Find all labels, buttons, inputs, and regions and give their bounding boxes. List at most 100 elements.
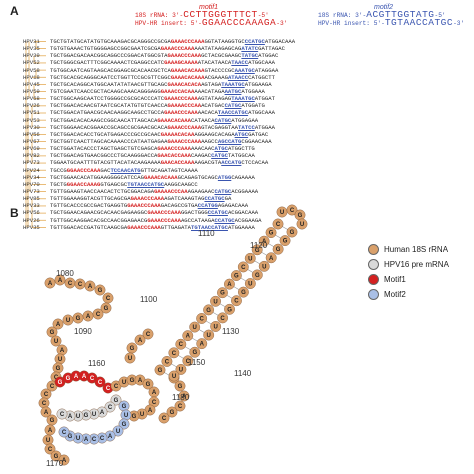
nucleotide-letter: C [179,342,184,348]
nucleotide-letter: G [158,368,163,374]
motif2-match: CATGC [214,116,232,124]
nucleotide-circle [100,302,112,314]
row-name: HPV45 [23,80,40,88]
nucleotide-letter: U [54,339,58,345]
seq-mid: AACACA [197,109,218,117]
row-name: HPV35 [23,223,40,231]
seq-mid: GTTGAGATA [160,223,192,231]
nucleotide-circle [112,425,124,437]
nucleotide-circle [210,295,221,307]
seq-post: ATGGAAGA [244,80,272,88]
nucleotide: A [178,390,190,402]
nucleotide-circle [251,244,263,256]
nucleotide: G [94,284,106,296]
seq-pre: TGCTGGACAGTGAACGGCCCTGCAAGGGACCA [50,152,158,160]
nucleotide-letter: C [62,430,67,436]
motif2-match: ATGC [234,130,249,138]
motif1-match: GAAACCCAAA [167,137,202,145]
nucleotide: A [134,334,146,346]
nucleotide-letter: C [54,375,59,381]
nucleotide-letter: G [68,434,73,440]
seq-pre: TGCTGCACAGGCATGGCAATATATAACGTTGCAGC [50,80,168,88]
nucleotide-letter: C [162,416,167,422]
nucleotide-letter: U [66,318,70,324]
motif2-match: CCATGC [214,216,235,224]
motif1-match: GAAACCCAAA [147,209,181,217]
seq-post: CAGAAAA [231,173,255,181]
seq-post: GATGAC [248,130,269,138]
seq-post: ATGGCAAA [248,59,275,67]
nucleotide-letter: C [199,316,204,322]
nucleotide-letter: A [84,437,89,443]
seq-mid: AGAAGAAC [187,187,215,195]
nucleotide-letter: A [152,390,157,396]
seq-post: ATAGGAA [254,66,279,74]
motif2-rrna-prefix: 18S rRNA: 3'- [318,12,367,19]
nucleotide: C [158,412,170,424]
row-name: HPV24 [23,166,40,174]
row-name: HPV33 [23,202,40,210]
motif1-match: GAACACCAAA [157,152,191,160]
nucleotide-circle [52,318,64,330]
nucleotide: C [161,356,173,367]
motif1-match: GAAACCCAAA [160,45,195,53]
motif1-rrna-seq: CCTTGGGTTTCT [183,9,258,20]
seq-post: ATGGAA [254,123,275,131]
nucleotide: A [54,274,66,286]
nucleotide-circle [286,204,298,216]
nucleotide: G [251,244,263,256]
nucleotide-circle [178,390,190,402]
seq-pre: TGTTGGAAAGGTACGTTGCAGCGA [50,195,131,203]
nucleotide: G [189,346,201,358]
nucleotide-letter: G [241,290,246,296]
nucleotide: G [294,209,306,221]
nucleotide: U [50,335,62,347]
seq-post: ACGGAAGA [234,216,262,224]
seq-pre: TGCTGGACACAACGTAATCGCATATGTGTCAACCA [50,102,168,110]
motif1-match: GAAACCCAAA [164,95,198,103]
row-name: HPV26 [23,216,40,224]
nucleotide-circle [154,364,166,376]
nucleotide-letter: G [84,413,89,419]
nucleotide-circle [265,252,277,264]
nucleotide: G [286,226,298,238]
seq-mid: AAATATAAGAGCAG [194,45,242,53]
nucleotide: C [272,218,284,230]
motif2-rrna-seq: ACGTTGGTATG [366,9,435,20]
motif2-match: AATGC [224,87,242,95]
motif2-rrna-suffix: -5' [434,12,446,19]
seq-pre: TGCTGGACACACCTGCATGAGACCCGCCGCAAC [50,130,161,138]
nucleotide-circle [203,329,215,341]
motif1-match: GAAAACCCAA [167,102,202,110]
nucleotide-letter: A [227,282,232,288]
nucleotide-circle [175,364,187,375]
nucleotide: U [258,260,270,272]
position-labels: 1080109011001110112011301140115011601170… [46,229,268,468]
nucleotide-circle [124,352,136,364]
legend-label: Human 18S rRNA [384,244,449,254]
row-name: HPV68 [23,95,40,103]
motif2-match: AAATGC [234,66,255,74]
seq-post: CGGAACAAA [241,137,272,145]
motif1-rrna-line: 18S rRNA: 3'-CCTTGGGTTTCT-5' [135,9,285,20]
legend-swatch [368,273,379,285]
nucleotide-letter: A [44,410,49,416]
seq-mid: AAGACGTA [194,159,222,167]
nucleotide: A [56,344,68,356]
nucleotide: G [265,227,277,238]
position-label: 1170 [46,459,64,468]
nucleotide: C [142,328,154,340]
nucleotide-circle [272,243,284,255]
nucleotide-letter: A [56,322,61,328]
nucleotide-letter: C [114,384,119,390]
nucleotide: A [82,310,94,322]
nucleotide-circle [244,278,256,289]
nucleotide-letter: A [108,434,113,440]
nucleotide-letter: A [186,334,191,340]
nucleotide-letter: A [86,314,91,320]
